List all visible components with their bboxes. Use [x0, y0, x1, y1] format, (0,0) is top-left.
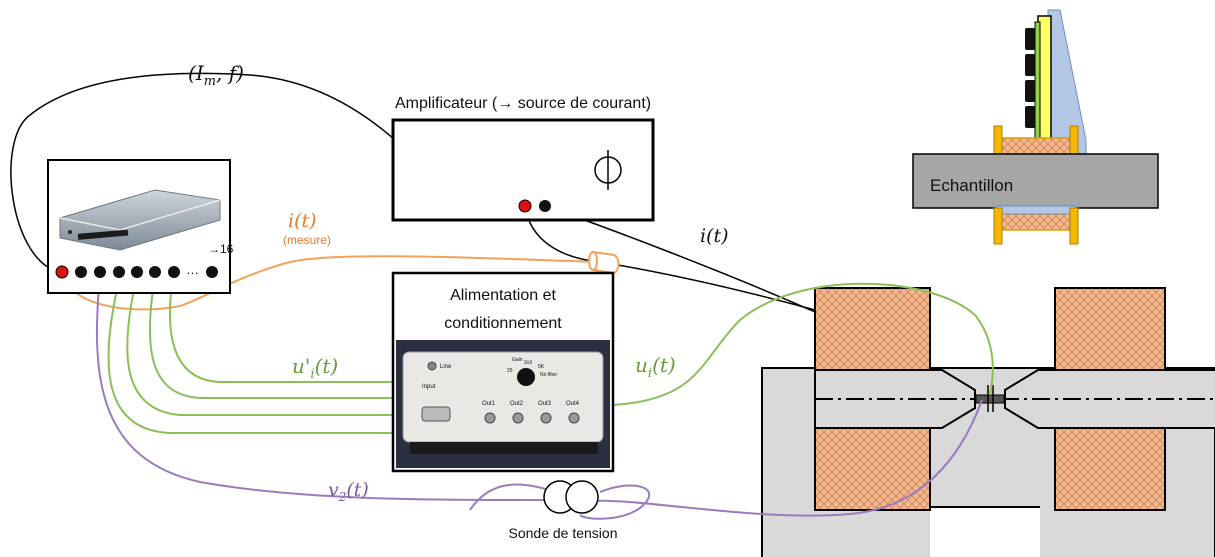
u-i-label: ui(t) — [635, 353, 676, 381]
terminal-black — [168, 266, 180, 278]
v2-label: v2(t) — [328, 479, 369, 504]
u-prime-i-label: u'i(t) — [292, 354, 338, 382]
output-label-4: Out4 — [566, 401, 580, 407]
gain-value-2: 5K — [538, 364, 545, 370]
sample-bar — [912, 153, 1159, 209]
amp-terminal-black — [539, 200, 551, 212]
gain-label: Gain — [512, 357, 523, 363]
lower-flange-right — [1069, 207, 1079, 245]
yoke-assembly: Echantillon — [912, 9, 1159, 245]
probe-loop-left — [469, 483, 556, 511]
voltage-wire-4 — [168, 275, 395, 383]
amp-terminal-red — [518, 199, 532, 213]
sample-label: Echantillon — [930, 176, 1013, 195]
terminal-black — [149, 266, 161, 278]
sensor-wire — [611, 282, 994, 406]
upper-flange-right — [1069, 125, 1079, 157]
daq-device: … →16 — [47, 159, 234, 294]
output-connectors — [484, 412, 580, 424]
sample-holder — [761, 287, 1215, 557]
gain-value-1: 2x3 — [524, 360, 532, 366]
channel-count-label: →16 — [208, 242, 234, 256]
input-label: Input — [422, 384, 436, 390]
lower-frame — [995, 205, 1077, 215]
current-it-label: i(t) — [700, 225, 729, 247]
input-connector — [421, 406, 451, 422]
terminal-black — [75, 266, 87, 278]
lower-winding — [999, 213, 1071, 231]
yoke-teeth — [1025, 28, 1035, 128]
output-label-1: Out1 — [482, 401, 496, 407]
lower-flange-left — [993, 207, 1003, 245]
current-source-symbol — [594, 150, 622, 190]
holder-gap — [930, 507, 1040, 557]
amplifier: Amplificateur (→ source de courant) — [391, 95, 655, 222]
upper-flange-left — [993, 125, 1003, 157]
measure-note: (mesure) — [283, 233, 331, 247]
probe-loop-right — [579, 484, 651, 520]
conditioner-base — [410, 442, 598, 454]
conditioner: Alimentation et conditionnement Line Inp… — [391, 271, 615, 473]
output-label-2: Out2 — [510, 401, 524, 407]
upper-winding — [999, 137, 1071, 155]
conditioner-title-1: Alimentation et — [450, 287, 556, 304]
yoke-green-plate — [1034, 21, 1041, 141]
current-measure-label: i(t) — [288, 210, 317, 232]
voltage-wire-2 — [126, 275, 395, 416]
terminal-black — [131, 266, 143, 278]
gain-value-4: No filter — [540, 372, 558, 378]
conditioner-title-2: conditionnement — [444, 315, 562, 332]
terminal-black — [113, 266, 125, 278]
line-label: Line — [440, 364, 452, 370]
gain-value-3: 25 — [507, 368, 513, 374]
voltage-wire-3 — [148, 275, 395, 399]
terminal-black — [94, 266, 106, 278]
current-probe — [588, 250, 620, 275]
gain-knob — [517, 368, 535, 386]
sample-piece — [975, 394, 1005, 404]
terminal-red — [55, 265, 69, 279]
command-wire — [10, 72, 396, 273]
line-led — [427, 361, 437, 371]
daq-terminals — [55, 265, 218, 279]
amplifier-title: Amplificateur (→ source de courant) — [395, 95, 651, 112]
voltage-probe: Sonde de tension — [509, 480, 618, 541]
terminal-black — [206, 266, 218, 278]
terminals-ellipsis: … — [186, 262, 199, 277]
probe-label: Sonde de tension — [509, 525, 618, 541]
daq-photo — [59, 189, 221, 251]
im-f-label: (Im, f) — [188, 61, 244, 89]
output-label-3: Out3 — [538, 401, 552, 407]
voltage-wire-1 — [107, 275, 395, 434]
